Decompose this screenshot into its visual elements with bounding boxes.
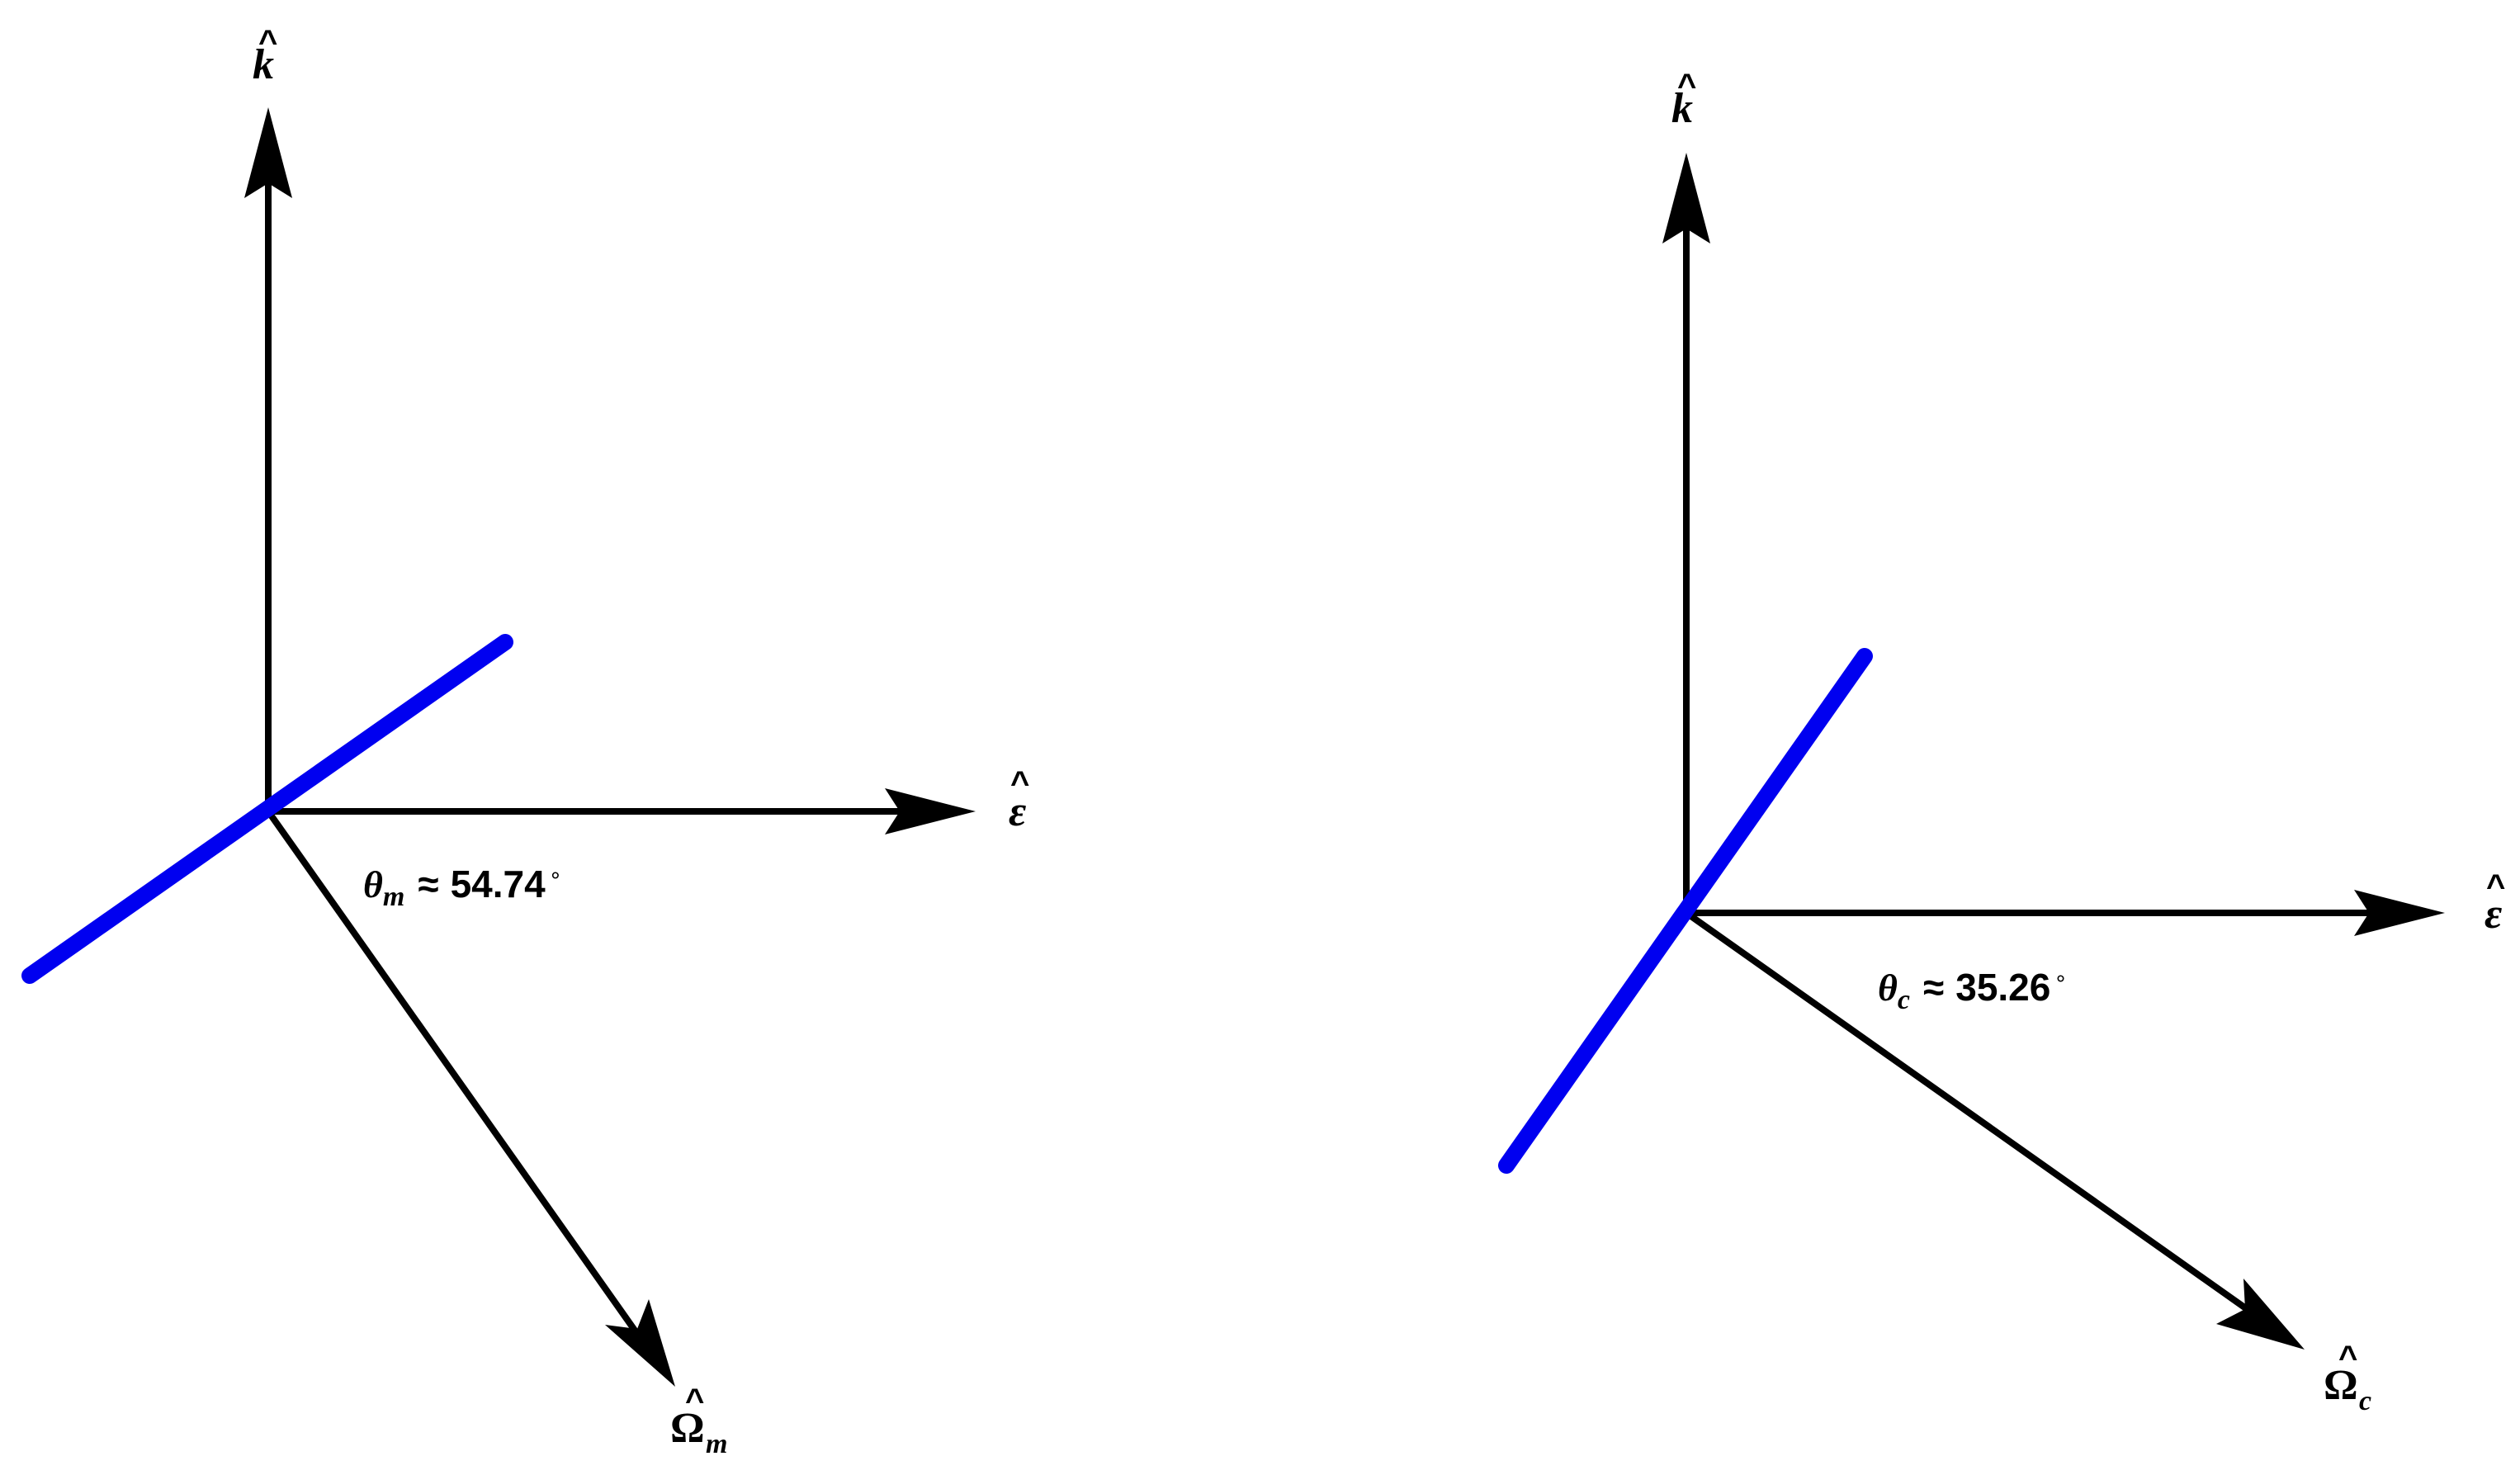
epsilon-symbol-left: ε bbox=[1009, 788, 1026, 835]
panel-left: ^ k ^ ε ^ Ω m θm≈54.74∘ bbox=[21, 24, 1029, 1459]
k-arrowhead-left bbox=[244, 107, 292, 198]
omega-symbol-left: Ω bbox=[670, 1405, 705, 1452]
k-label-right: ^ k bbox=[1671, 68, 1696, 132]
omega-subscript-right: c bbox=[2359, 1386, 2371, 1416]
k-symbol-left: k bbox=[253, 41, 274, 88]
omega-vector-left bbox=[265, 809, 675, 1387]
omega-subscript-left: m bbox=[706, 1429, 727, 1459]
plane-line-right bbox=[1498, 648, 1873, 1174]
svg-text:^: ^ bbox=[1010, 765, 1029, 801]
omega-symbol-right: Ω bbox=[2324, 1362, 2358, 1409]
epsilon-arrowhead-right bbox=[2354, 890, 2445, 936]
plane-line-left bbox=[21, 634, 513, 984]
angle-label-left: θm≈54.74∘ bbox=[363, 863, 562, 912]
svg-text:^: ^ bbox=[2338, 1340, 2357, 1376]
k-arrowhead-right bbox=[1662, 153, 1710, 243]
omega-vector-right bbox=[1684, 910, 2305, 1350]
angle-label-right: θc≈35.26∘ bbox=[1878, 966, 2068, 1015]
epsilon-label-right: ^ ε bbox=[2485, 868, 2505, 938]
epsilon-arrowhead-left bbox=[885, 788, 976, 834]
omega-label-right: ^ Ω c bbox=[2324, 1340, 2371, 1416]
k-symbol-right: k bbox=[1671, 85, 1693, 132]
epsilon-label-left: ^ ε bbox=[1009, 765, 1029, 835]
omega-label-left: ^ Ω m bbox=[670, 1383, 727, 1459]
k-axis-right bbox=[1662, 153, 1710, 916]
epsilon-axis-right bbox=[1686, 890, 2445, 936]
k-label-left: ^ k bbox=[253, 24, 277, 88]
svg-text:^: ^ bbox=[1677, 68, 1696, 104]
k-axis-left bbox=[244, 107, 292, 813]
omega-arrowhead-left bbox=[605, 1299, 675, 1387]
svg-text:^: ^ bbox=[258, 24, 277, 60]
epsilon-axis-left bbox=[268, 788, 976, 834]
epsilon-symbol-right: ε bbox=[2485, 891, 2502, 938]
panel-right: ^ k ^ ε ^ Ω c θc≈35.26∘ bbox=[1498, 68, 2505, 1416]
svg-text:^: ^ bbox=[2486, 868, 2505, 905]
svg-text:^: ^ bbox=[685, 1383, 704, 1419]
omega-arrowhead-right bbox=[2216, 1279, 2305, 1350]
